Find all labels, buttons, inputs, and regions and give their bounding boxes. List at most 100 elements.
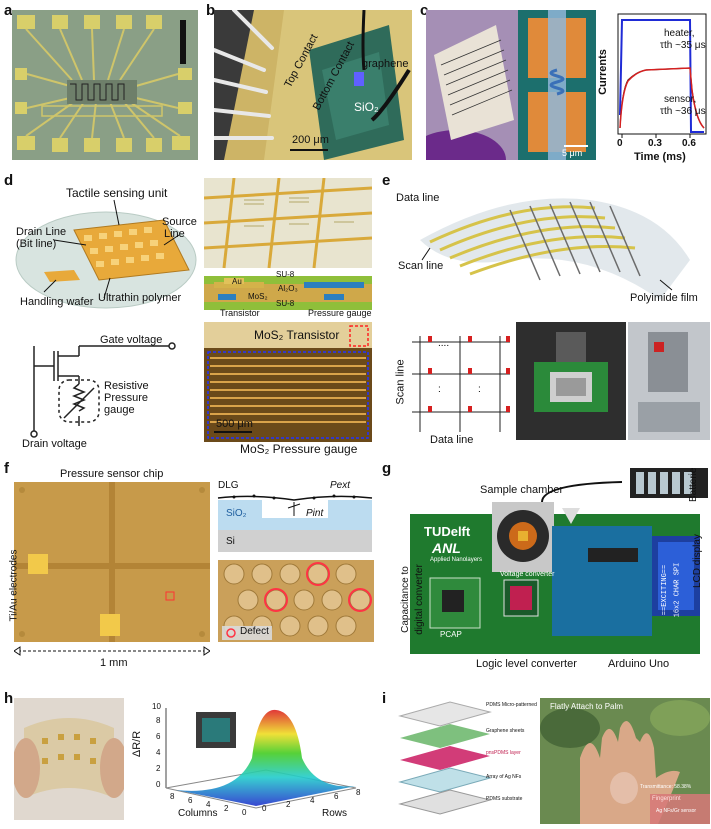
heater-tau-label: τth ~35 μs (660, 40, 706, 51)
panel-c-ylabel: Currents (598, 49, 609, 95)
panel-label-d: d (4, 172, 14, 189)
h-coltick-4: 0 (242, 808, 247, 817)
panel-label-f: f (4, 460, 9, 477)
panel-c-scale-label: 5 μm (562, 148, 583, 158)
voltage-converter-label: Voltage converter (500, 571, 555, 578)
data-line-label-2: Data line (430, 434, 474, 446)
cs-au: Au (232, 277, 242, 286)
graphene-label: graphene (362, 58, 409, 70)
panel-label-h: h (4, 690, 14, 707)
cs-al2o3: Al₂O₃ (278, 284, 298, 293)
sensor-tau-label: τth ~36 μs (660, 106, 706, 117)
fingerprint-label: Fingerprint (652, 796, 681, 802)
palm-label: Flatly Attach to Palm (550, 702, 623, 711)
panel-h-columns-label: Columns (178, 808, 218, 819)
logic-level-label: Logic level converter (476, 658, 577, 670)
sio2-label: SiO₂ (354, 100, 379, 114)
ti-au-electrodes-label: Ti/Au electrodes (8, 549, 20, 622)
pcap-label: PCAP (440, 630, 462, 639)
p-int-label: Pint (306, 508, 324, 519)
tactile-sensing-label: Tactile sensing unit (66, 186, 168, 200)
transmittance-label: Transmittance: 58.38% (640, 784, 692, 790)
h-coltick-2: 4 (206, 800, 211, 809)
panel-label-e: e (382, 172, 391, 189)
panel-d-render: SU-8 Au Al₂O₃ MoS₂ SU-8 Transistor Press… (204, 178, 372, 318)
defect-label: Defect (240, 626, 269, 637)
svg-text:....: .... (438, 338, 449, 349)
cs-su8-top: SU-8 (276, 270, 295, 279)
capacitance-label-2: digital converter (413, 564, 425, 635)
h-ztick-2: 4 (156, 748, 161, 757)
panel-c-micro: 5 μm (518, 10, 596, 160)
panel-e-photo2 (628, 322, 710, 440)
data-line-label: Data line (396, 192, 440, 204)
panel-f-scale-label: 1 mm (100, 657, 128, 669)
panel-f-chip-image (14, 482, 210, 642)
panel-h-rows-label: Rows (322, 808, 348, 819)
panel-label-g: g (382, 460, 392, 477)
h-ztick-4: 8 (156, 716, 161, 725)
pressure-chip-title: Pressure sensor chip (60, 468, 164, 480)
h-coltick-1: 6 (188, 796, 193, 805)
panel-label-b: b (206, 2, 216, 19)
panel-i-palm-photo (540, 698, 710, 824)
heater-label: heater, (664, 28, 695, 39)
panel-c-heater-image (518, 10, 596, 160)
panel-c-xtick-1: 0.3 (648, 138, 662, 149)
pressure-label: Pressure (104, 392, 149, 404)
layer-pdms-micro: PDMS Micro-patterned (486, 702, 537, 708)
panel-g-board-image (410, 468, 708, 654)
panel-label-c: c (420, 2, 429, 19)
panel-h-plot: ΔR/R 0 2 4 6 8 10 8 6 4 2 0 0 2 4 6 8 Co… (126, 698, 378, 824)
batteries-label: Batteries (688, 468, 699, 502)
panel-b-image (214, 10, 412, 160)
panel-h-surface-plot (165, 708, 357, 809)
polyimide-film-label: Polyimide film (630, 292, 698, 304)
layer-pnspdms: pnsPDMS layer (486, 750, 521, 756)
sensor-label: sensor, (664, 94, 697, 105)
h-coltick-3: 2 (224, 804, 229, 813)
panel-f-membrane-diagram (217, 494, 373, 552)
cs-pressure: Pressure gauge (308, 308, 372, 318)
ultrathin-polymer-label: Ultrathin polymer (98, 292, 182, 304)
h-rowtick-4: 8 (356, 788, 361, 797)
anl-sub-text: Applied Nanolayers (430, 557, 483, 563)
panel-e-photo1 (516, 322, 626, 440)
panel-h-sensor-photo (14, 698, 124, 820)
h-rowtick-0: 0 (262, 804, 267, 813)
sio2-layer-label: SiO₂ (226, 508, 247, 519)
panel-c-xlabel: Time (ms) (634, 151, 686, 163)
lcd-line-1: ==EXCITING== (661, 564, 670, 616)
panel-b-sem: Top Contact Bottom Contact graphene SiO₂… (214, 10, 412, 160)
handling-wafer-label: Handling wafer (20, 296, 94, 308)
heater-curve (619, 19, 704, 133)
panel-c-photo (426, 10, 518, 160)
scan-line-label: Scan line (398, 260, 444, 272)
h-rowtick-1: 2 (286, 800, 291, 809)
cs-su8-bot: SU-8 (276, 299, 295, 308)
panel-e-setup-image (516, 322, 626, 440)
panel-d-scale-label: 500 μm (216, 418, 253, 430)
h-rowtick-2: 4 (310, 796, 315, 805)
panel-g-board: TUDelft ANL Applied Nanolayers Sample ch… (392, 468, 710, 676)
h-ztick-0: 0 (156, 780, 161, 789)
panel-e-flexible-film (420, 198, 690, 300)
panel-d-micrograph: MoS₂ Transistor 500 μm (204, 322, 372, 442)
anl-logo-text: ANL (432, 540, 461, 556)
layer-ag-nfs: Array of Ag NFs (486, 774, 522, 780)
panel-i-layers: PDMS Micro-patterned Graphene sheets pns… (390, 698, 538, 824)
panel-f-zoom-image (218, 560, 374, 642)
gate-voltage-label: Gate voltage (100, 334, 163, 346)
p-ext-label: Pext (330, 480, 351, 491)
panel-h-zlabel: ΔR/R (131, 730, 144, 758)
panel-b-scale-label: 200 μm (292, 134, 329, 146)
panel-c-xtick-2: 0.6 (682, 138, 696, 149)
h-rowtick-3: 6 (334, 792, 339, 801)
panel-c-film-image (426, 10, 518, 160)
panel-f-crosssection: DLG Pext Pint SiO₂ Si (214, 478, 374, 554)
dlg-label: DLG (218, 480, 239, 491)
svg-text::: : (478, 384, 481, 395)
panel-a-micrograph (12, 10, 198, 160)
gauge-label: gauge (104, 404, 135, 416)
h-ztick-3: 6 (156, 732, 161, 741)
